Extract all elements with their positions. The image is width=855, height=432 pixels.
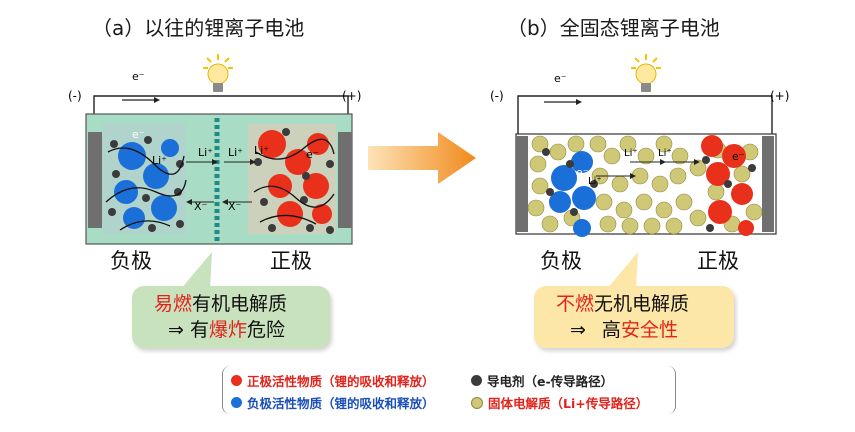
high-text: 高	[601, 319, 621, 341]
panel-a-note-bubble: 易燃有机电解质 ⇒ 有爆炸危险	[132, 286, 330, 348]
anode-dot-icon	[231, 397, 242, 408]
legend-cathode: 正极活性物质（锂的吸收和释放）	[231, 371, 435, 390]
li-ion-label-right: Li⁺	[228, 146, 243, 159]
light-bulb-icon	[631, 54, 661, 92]
electron-in-cathode-label-b: e⁻	[732, 150, 745, 163]
anion-label-right: X⁻	[228, 200, 242, 213]
negative-terminal-label: (-)	[68, 89, 82, 103]
anode-particles	[114, 139, 179, 229]
safety-prefix-text: ⇒	[570, 319, 586, 341]
anode-current-collector-b	[516, 136, 528, 232]
bubble-pointer-b	[606, 252, 638, 290]
panel-b-note-bubble: 不燃无机电解质 ⇒ 高安全性	[534, 286, 734, 348]
anion-label-left: X⁻	[194, 200, 208, 213]
cathode-current-collector	[338, 132, 352, 228]
danger-text: 危险	[246, 319, 285, 341]
anode-particles-b	[549, 151, 596, 237]
negative-terminal-label-b: (-)	[490, 89, 504, 103]
cathode-dot-icon	[231, 375, 242, 386]
electron-in-cathode-label: e⁻	[306, 148, 319, 161]
li-ion-label-b3: Li⁺	[658, 148, 672, 159]
inorganic-electrolyte-text: 无机电解质	[594, 293, 690, 315]
circuit-wire	[93, 95, 349, 116]
li-ion-label-b1: Li⁺	[588, 176, 602, 187]
solid-electrolyte-dot-icon	[471, 396, 483, 409]
panel-a-title: （a）以往的锂离子电池	[92, 16, 305, 40]
li-ion-label-b2: Li⁺	[624, 148, 638, 159]
electron-in-anode-label-b: e⁻	[576, 166, 589, 179]
positive-terminal-label: (+)	[342, 89, 361, 103]
cathode-particles-b	[701, 135, 754, 236]
solid-electrolyte-particles	[527, 135, 763, 235]
conductive-agents-b	[542, 148, 756, 232]
anode-current-collector	[88, 132, 102, 228]
cathode-current-collector-b	[762, 136, 774, 232]
electron-label-b: e⁻	[554, 72, 567, 85]
organic-electrolyte-text: 有机电解质	[192, 293, 288, 315]
legend-anode: 负极活性物质（锂的吸收和释放）	[231, 393, 435, 412]
circuit-wire-b	[517, 95, 773, 136]
legend: 正极活性物质（锂的吸收和释放） 导电剂（e-传导路径） 负极活性物质（锂的吸收和…	[222, 366, 676, 414]
panel-b-anode-label: 负极	[540, 249, 582, 273]
electron-label: e⁻	[132, 70, 145, 83]
bubble-pointer-a	[180, 252, 212, 290]
risk-prefix-text: ⇒ 有	[168, 319, 209, 341]
panel-b-title: （b）全固态锂离子电池	[507, 16, 720, 40]
flammable-text: 易燃	[154, 293, 193, 315]
transition-arrow	[368, 132, 476, 184]
li-ion-label-center: Li⁺	[198, 146, 213, 159]
electron-in-anode-label: e⁻	[132, 128, 145, 141]
legend-conductive: 导电剂（e-传导路径）	[471, 371, 613, 390]
all-solid-state-battery-diagram: (-) (+) e⁻ e⁻ Li⁺ Li⁺ Li	[490, 54, 789, 237]
legend-cathode-text: 正极活性物质（锂的吸收和释放）	[247, 374, 435, 389]
legend-anode-text: 负极活性物质（锂的吸收和释放）	[247, 396, 435, 411]
panel-b-cathode-label: 正极	[697, 249, 739, 273]
conventional-battery-diagram: (-) (+) e⁻	[68, 54, 361, 245]
legend-conductive-text: 导电剂（e-传导路径）	[487, 374, 614, 389]
safety-text: 安全性	[620, 319, 678, 341]
panel-a-anode-label: 负极	[110, 249, 152, 273]
li-ion-label-anode: Li⁺	[152, 154, 167, 167]
legend-solid-electrolyte-text: 固体电解质（Li+传导路径）	[488, 396, 649, 411]
light-bulb-icon	[203, 54, 233, 92]
explosion-text: 爆炸	[208, 319, 247, 341]
positive-terminal-label-b: (+)	[770, 89, 789, 103]
legend-solid-electrolyte: 固体电解质（Li+传导路径）	[471, 393, 648, 412]
conductive-dot-icon	[471, 375, 482, 386]
conductive-agents-a	[108, 128, 334, 234]
non-flammable-text: 不燃	[556, 293, 595, 315]
panel-a-cathode-label: 正极	[270, 249, 312, 273]
li-ion-label-cathode: Li⁺	[254, 144, 269, 157]
